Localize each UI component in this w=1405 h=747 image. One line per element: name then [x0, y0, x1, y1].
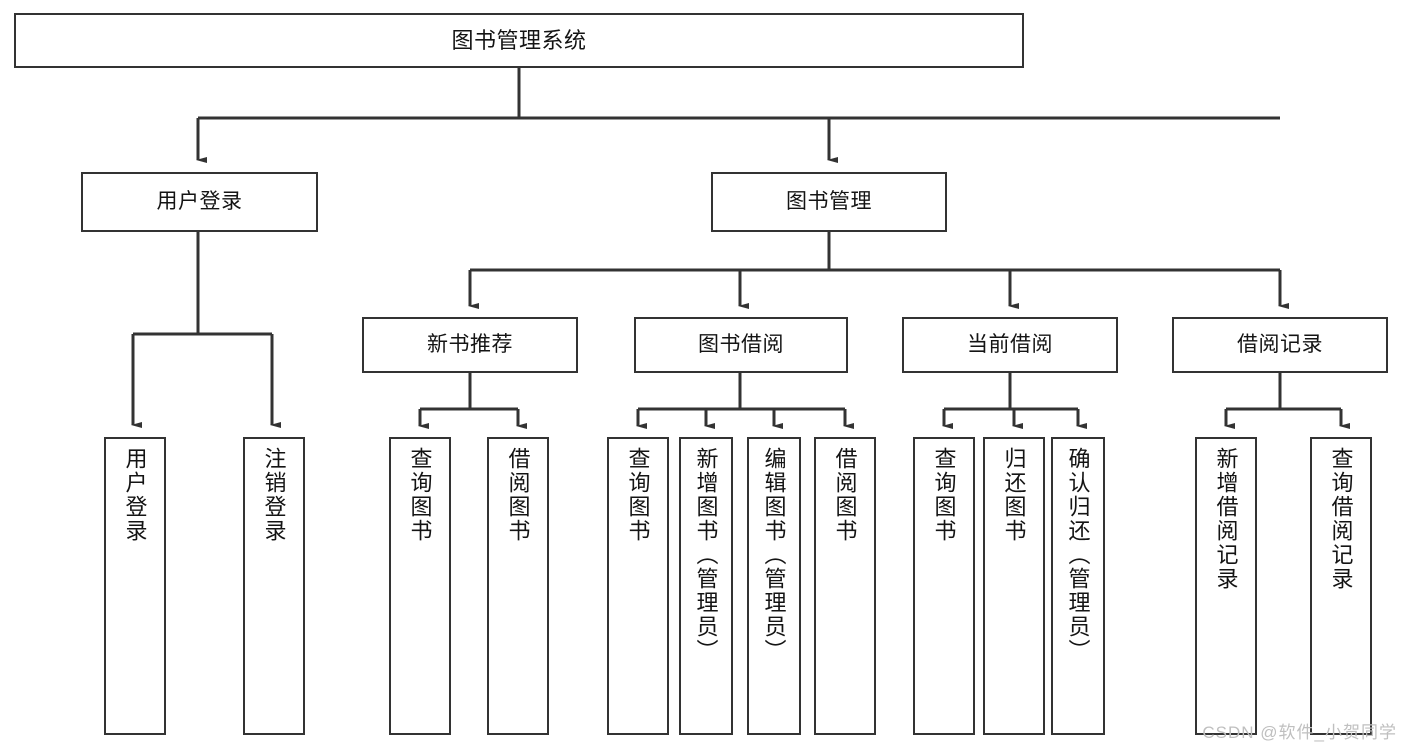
node-book-manage[interactable]: 图书管理	[711, 172, 947, 232]
node-leaf-edit-book-label: 编辑图书（管理员）	[761, 447, 787, 663]
node-leaf-user-logout-label: 注销登录	[261, 447, 287, 543]
node-leaf-query-record[interactable]: 查询借阅记录	[1310, 437, 1372, 735]
node-leaf-borrow-book-label: 借阅图书	[832, 447, 858, 543]
node-leaf-confirm-return-label: 确认归还（管理员）	[1065, 447, 1091, 663]
node-leaf-confirm-return[interactable]: 确认归还（管理员）	[1051, 437, 1105, 735]
node-leaf-user-login-label: 用户登录	[122, 447, 148, 543]
node-root[interactable]: 图书管理系统	[14, 13, 1024, 68]
node-book-borrow-label: 图书借阅	[698, 332, 784, 356]
node-leaf-query-book-borrow-label: 查询图书	[625, 447, 651, 543]
node-borrow-record[interactable]: 借阅记录	[1172, 317, 1388, 373]
node-leaf-edit-book[interactable]: 编辑图书（管理员）	[747, 437, 801, 735]
node-leaf-borrow-book[interactable]: 借阅图书	[814, 437, 876, 735]
node-leaf-add-record-label: 新增借阅记录	[1213, 447, 1239, 591]
node-leaf-return-book[interactable]: 归还图书	[983, 437, 1045, 735]
node-current-borrow-label: 当前借阅	[967, 332, 1053, 356]
node-book-borrow[interactable]: 图书借阅	[634, 317, 848, 373]
node-leaf-add-book-label: 新增图书（管理员）	[693, 447, 719, 663]
node-borrow-record-label: 借阅记录	[1237, 332, 1323, 356]
node-leaf-query-book-borrow[interactable]: 查询图书	[607, 437, 669, 735]
node-leaf-user-logout[interactable]: 注销登录	[243, 437, 305, 735]
node-user-login-label: 用户登录	[156, 189, 243, 213]
node-leaf-borrow-book-rec-label: 借阅图书	[505, 447, 531, 543]
node-leaf-return-book-label: 归还图书	[1001, 447, 1027, 543]
node-leaf-query-book-current-label: 查询图书	[931, 447, 957, 543]
node-leaf-query-book-current[interactable]: 查询图书	[913, 437, 975, 735]
node-leaf-query-book-rec-label: 查询图书	[407, 447, 433, 543]
node-user-login[interactable]: 用户登录	[81, 172, 318, 232]
node-book-manage-label: 图书管理	[786, 189, 872, 213]
node-root-label: 图书管理系统	[451, 27, 587, 53]
node-leaf-query-book-rec[interactable]: 查询图书	[389, 437, 451, 735]
node-leaf-borrow-book-rec[interactable]: 借阅图书	[487, 437, 549, 735]
node-current-borrow[interactable]: 当前借阅	[902, 317, 1118, 373]
node-new-book-rec[interactable]: 新书推荐	[362, 317, 578, 373]
node-leaf-user-login[interactable]: 用户登录	[104, 437, 166, 735]
node-new-book-rec-label: 新书推荐	[427, 332, 513, 356]
node-leaf-add-record[interactable]: 新增借阅记录	[1195, 437, 1257, 735]
node-leaf-add-book[interactable]: 新增图书（管理员）	[679, 437, 733, 735]
node-leaf-query-record-label: 查询借阅记录	[1328, 447, 1354, 591]
